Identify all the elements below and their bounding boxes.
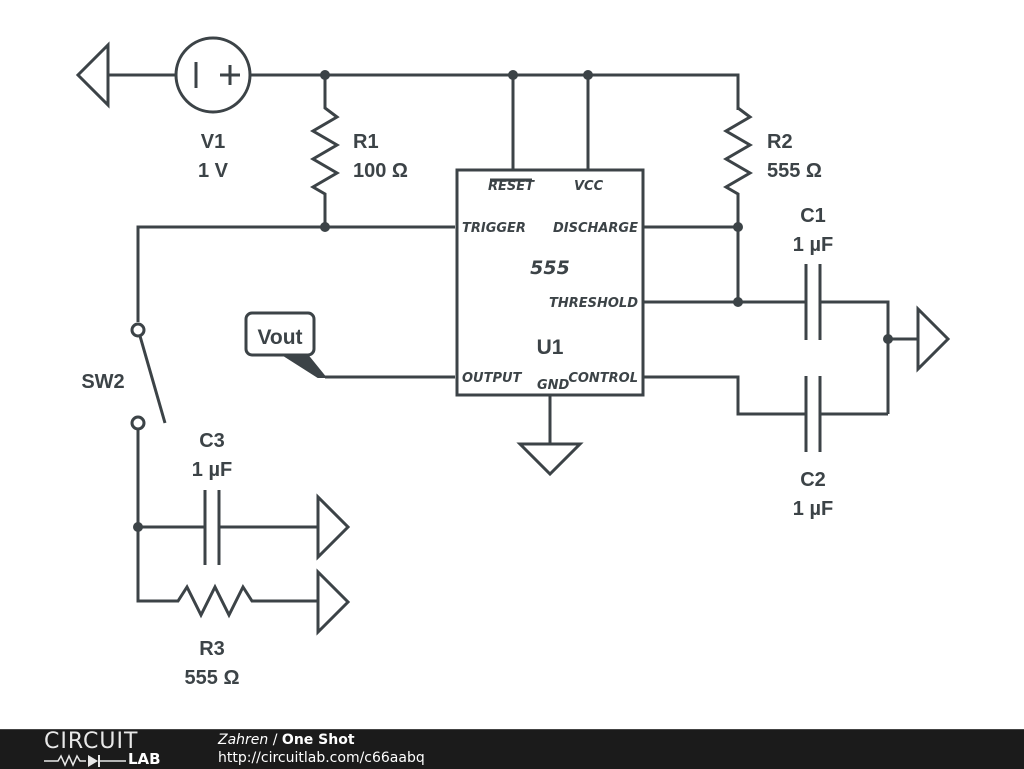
pin-threshold-label: THRESHOLD <box>549 296 638 311</box>
v1-value-label: 1 V <box>198 160 229 182</box>
c3-value-label: 1 µF <box>192 459 232 481</box>
circuitlab-logo-text: CIRCUIT <box>44 729 139 754</box>
pin-reset-label: RESET <box>488 179 535 194</box>
pin-output-label: OUTPUT <box>462 371 523 386</box>
c1-value-label: 1 µF <box>793 234 833 256</box>
ground-left-icon <box>75 41 110 109</box>
r3-value-label: 555 Ω <box>185 667 240 689</box>
junction-dot <box>733 297 743 307</box>
pin-vcc-label: VCC <box>574 179 604 194</box>
ground-right-icon <box>916 305 951 373</box>
pin-control-label: CONTROL <box>568 371 638 386</box>
junction-dot <box>320 222 330 232</box>
c2-capacitor[interactable] <box>644 375 888 452</box>
credit-separator: / <box>268 732 282 748</box>
junction-dot <box>733 222 743 232</box>
circuitlab-logo-lab: LAB <box>128 750 161 768</box>
vout-net-label[interactable]: Vout <box>244 311 455 379</box>
r1-ref-label: R1 <box>353 131 379 153</box>
junction-dot <box>320 70 330 80</box>
c3-ref-label: C3 <box>199 430 225 452</box>
ground-u1-icon <box>516 442 584 477</box>
sw2-ref-label: SW2 <box>81 371 124 393</box>
junction-dot <box>508 70 518 80</box>
pin-gnd-label: GND <box>537 378 570 393</box>
schematic-canvas: V1 1 V R1 100 Ω SW2 C3 1 µF R3 555 Ω RES… <box>75 36 951 689</box>
credit-line: Zahren / One Shot <box>218 732 355 749</box>
sw2-switch[interactable] <box>130 322 170 603</box>
ground-r3-icon <box>316 568 351 636</box>
r1-resistor[interactable] <box>310 75 340 227</box>
junction-dot <box>133 522 143 532</box>
r3-ref-label: R3 <box>199 638 225 660</box>
junction-dot <box>883 334 893 344</box>
pin-discharge-label: DISCHARGE <box>553 221 638 236</box>
v1-ref-label: V1 <box>201 131 225 153</box>
pin-trigger-label: TRIGGER <box>462 221 526 236</box>
footer-bar: CIRCUIT LAB Zahren / One Shot http://cir… <box>0 729 1024 769</box>
ground-c3-icon <box>316 493 351 561</box>
c1-ref-label: C1 <box>800 205 826 227</box>
u1-part-label: 555 <box>530 257 570 279</box>
c2-ref-label: C2 <box>800 469 826 491</box>
circuit-url-link[interactable]: http://circuitlab.com/c66aabq <box>218 750 425 766</box>
wire-top-rail <box>108 73 740 170</box>
wire-trigger <box>136 225 455 322</box>
r2-resistor[interactable] <box>723 106 753 302</box>
c2-value-label: 1 µF <box>793 498 833 520</box>
junction-dot <box>583 70 593 80</box>
c1-capacitor[interactable] <box>644 264 890 414</box>
vout-label-text: Vout <box>257 326 302 349</box>
u1-555-timer[interactable] <box>455 168 645 397</box>
r1-value-label: 100 Ω <box>353 160 408 182</box>
circuit-title: One Shot <box>281 732 355 748</box>
r2-value-label: 555 Ω <box>767 160 822 182</box>
circuitlab-logo-wave-icon <box>44 754 126 767</box>
author-name[interactable]: Zahren <box>218 732 269 748</box>
u1-ref-label: U1 <box>537 336 564 359</box>
v1-voltage-source[interactable] <box>174 36 252 114</box>
r3-resistor[interactable] <box>170 583 318 619</box>
junction-dots <box>133 70 893 532</box>
r2-ref-label: R2 <box>767 131 793 153</box>
c3-capacitor[interactable] <box>138 490 318 565</box>
